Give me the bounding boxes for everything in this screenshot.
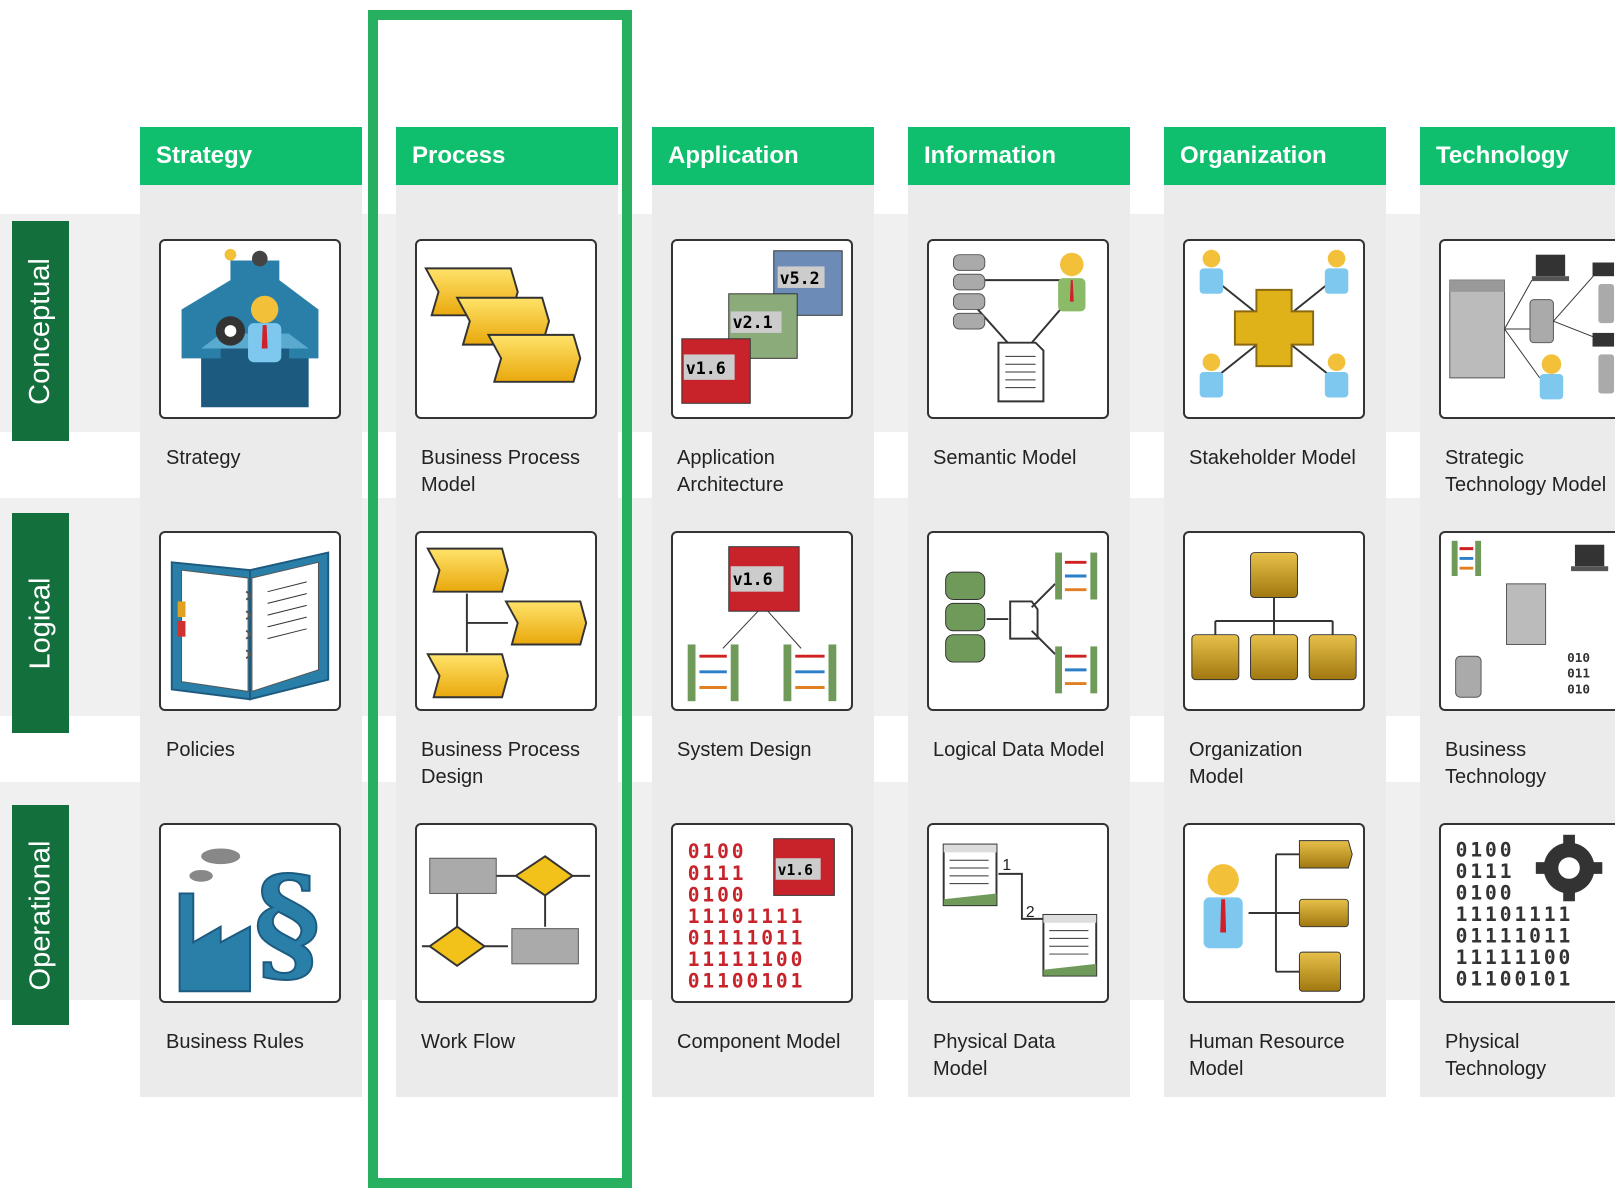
strategy-tile[interactable]: [159, 239, 341, 419]
cell-caption: Policies: [166, 739, 235, 761]
person-org-icon: [1203, 840, 1353, 992]
cell-caption: Business Process Design: [421, 739, 580, 788]
svg-text:11101111: 11101111: [688, 905, 806, 928]
database-mapping-icon: [945, 552, 1098, 694]
document-tables-icon: 1 2: [942, 843, 1098, 977]
business-process-model-tile[interactable]: [415, 239, 597, 419]
row-label-text: Logical: [24, 577, 56, 669]
system-design-icon: v1.6: [687, 546, 837, 702]
binary-gear-icon: 0100 0111 0100 11101111 01111011 1111110…: [1456, 834, 1603, 990]
svg-text:01111011: 01111011: [1456, 924, 1574, 947]
stakeholder-model-tile[interactable]: [1183, 239, 1365, 419]
svg-text:11111100: 11111100: [1456, 946, 1574, 969]
human-resource-model-tile[interactable]: [1183, 823, 1365, 1003]
svg-text:0111: 0111: [1456, 860, 1515, 883]
svg-text:v5.2: v5.2: [780, 269, 820, 288]
system-design-tile[interactable]: v1.6: [671, 531, 853, 711]
svg-text:v2.1: v2.1: [733, 313, 773, 332]
cell-caption: Work Flow: [421, 1031, 516, 1053]
physical-data-model-tile[interactable]: 1 2: [927, 823, 1109, 1003]
svg-text:0100: 0100: [1456, 881, 1515, 904]
server-network-icon: [1449, 254, 1615, 400]
svg-text:01100101: 01100101: [688, 969, 806, 992]
cell-caption: Business Process Model: [421, 447, 580, 496]
svg-text:2: 2: [1026, 904, 1035, 921]
cell-caption: Application Architecture: [677, 447, 784, 496]
svg-text:0100: 0100: [1456, 838, 1515, 861]
column-header-organization[interactable]: Organization: [1164, 127, 1386, 185]
version-blocks-icon: v5.2 v2.1 v1.6: [681, 250, 843, 404]
business-process-design-tile[interactable]: [415, 531, 597, 711]
svg-text:010: 010: [1567, 650, 1590, 665]
cell-caption: Semantic Model: [933, 447, 1077, 469]
business-rules-tile[interactable]: §: [159, 823, 341, 1003]
cell-caption: Business Rules: [166, 1031, 304, 1053]
row-label-text: Conceptual: [24, 257, 56, 405]
workflow-icon: [421, 855, 591, 968]
svg-text:v1.6: v1.6: [686, 359, 726, 378]
process-column-highlight: [368, 10, 632, 1188]
cell-caption: Human Resource Model: [1189, 1031, 1345, 1080]
svg-text:§: §: [254, 849, 320, 998]
cell-caption: Physical Data Model: [933, 1031, 1056, 1080]
application-architecture-tile[interactable]: v5.2 v2.1 v1.6: [671, 239, 853, 419]
organization-model-tile[interactable]: [1183, 531, 1365, 711]
strategy-icon: [181, 248, 319, 408]
cell-caption: Component Model: [677, 1031, 841, 1053]
business-technology-tile[interactable]: 010 011 010: [1439, 531, 1615, 711]
cell-caption: Strategic Technology Model: [1445, 447, 1607, 496]
org-chart-icon: [1191, 552, 1357, 681]
cell-caption: Logical Data Model: [933, 739, 1105, 761]
cell-caption: Physical Technology: [1445, 1031, 1547, 1080]
svg-text:01100101: 01100101: [1456, 967, 1574, 990]
svg-text:1: 1: [1002, 857, 1011, 874]
svg-text:01111011: 01111011: [688, 926, 806, 949]
component-model-tile[interactable]: v1.6 0100 0111 0100 11101111 01111011 11…: [671, 823, 853, 1003]
row-label-operational[interactable]: Operational: [12, 805, 69, 1025]
cell-caption: System Design: [677, 739, 812, 761]
row-label-logical[interactable]: Logical: [12, 513, 69, 733]
column-header-information[interactable]: Information: [908, 127, 1130, 185]
svg-text:11111100: 11111100: [688, 948, 806, 971]
column-header-process[interactable]: Process: [396, 127, 618, 185]
svg-text:v1.6: v1.6: [733, 570, 773, 589]
column-header-strategy[interactable]: Strategy: [140, 127, 362, 185]
logical-data-model-tile[interactable]: [927, 531, 1109, 711]
process-chevrons-icon: [424, 267, 582, 383]
column-header-technology[interactable]: Technology: [1420, 127, 1615, 185]
process-tree-icon: [426, 547, 588, 699]
svg-text:011: 011: [1567, 666, 1590, 681]
svg-text:0100: 0100: [688, 883, 747, 906]
row-label-text: Operational: [24, 840, 56, 990]
binder-icon: [170, 551, 330, 701]
svg-text:v1.6: v1.6: [778, 862, 813, 879]
svg-text:010: 010: [1567, 681, 1590, 696]
svg-text:11101111: 11101111: [1456, 903, 1574, 926]
svg-text:0111: 0111: [688, 862, 747, 885]
semantic-triangle-icon: [952, 252, 1086, 403]
strategic-technology-model-tile[interactable]: [1439, 239, 1615, 419]
factory-paragraph-icon: §: [178, 848, 321, 999]
row-label-conceptual[interactable]: Conceptual: [12, 221, 69, 441]
physical-technology-tile[interactable]: 0100 0111 0100 11101111 01111011 1111110…: [1439, 823, 1615, 1003]
cell-caption: Stakeholder Model: [1189, 447, 1356, 469]
column-header-application[interactable]: Application: [652, 127, 874, 185]
cell-caption: Business Technology: [1445, 739, 1547, 788]
stakeholder-cross-icon: [1199, 249, 1349, 398]
semantic-model-tile[interactable]: [927, 239, 1109, 419]
cell-caption: Strategy: [166, 447, 241, 469]
policies-tile[interactable]: [159, 531, 341, 711]
svg-text:0100: 0100: [688, 840, 747, 863]
tech-landscape-icon: 010 011 010: [1451, 540, 1609, 698]
binary-component-icon: v1.6 0100 0111 0100 11101111 01111011 11…: [688, 838, 835, 992]
work-flow-tile[interactable]: [415, 823, 597, 1003]
cell-caption: Organization Model: [1189, 739, 1303, 788]
